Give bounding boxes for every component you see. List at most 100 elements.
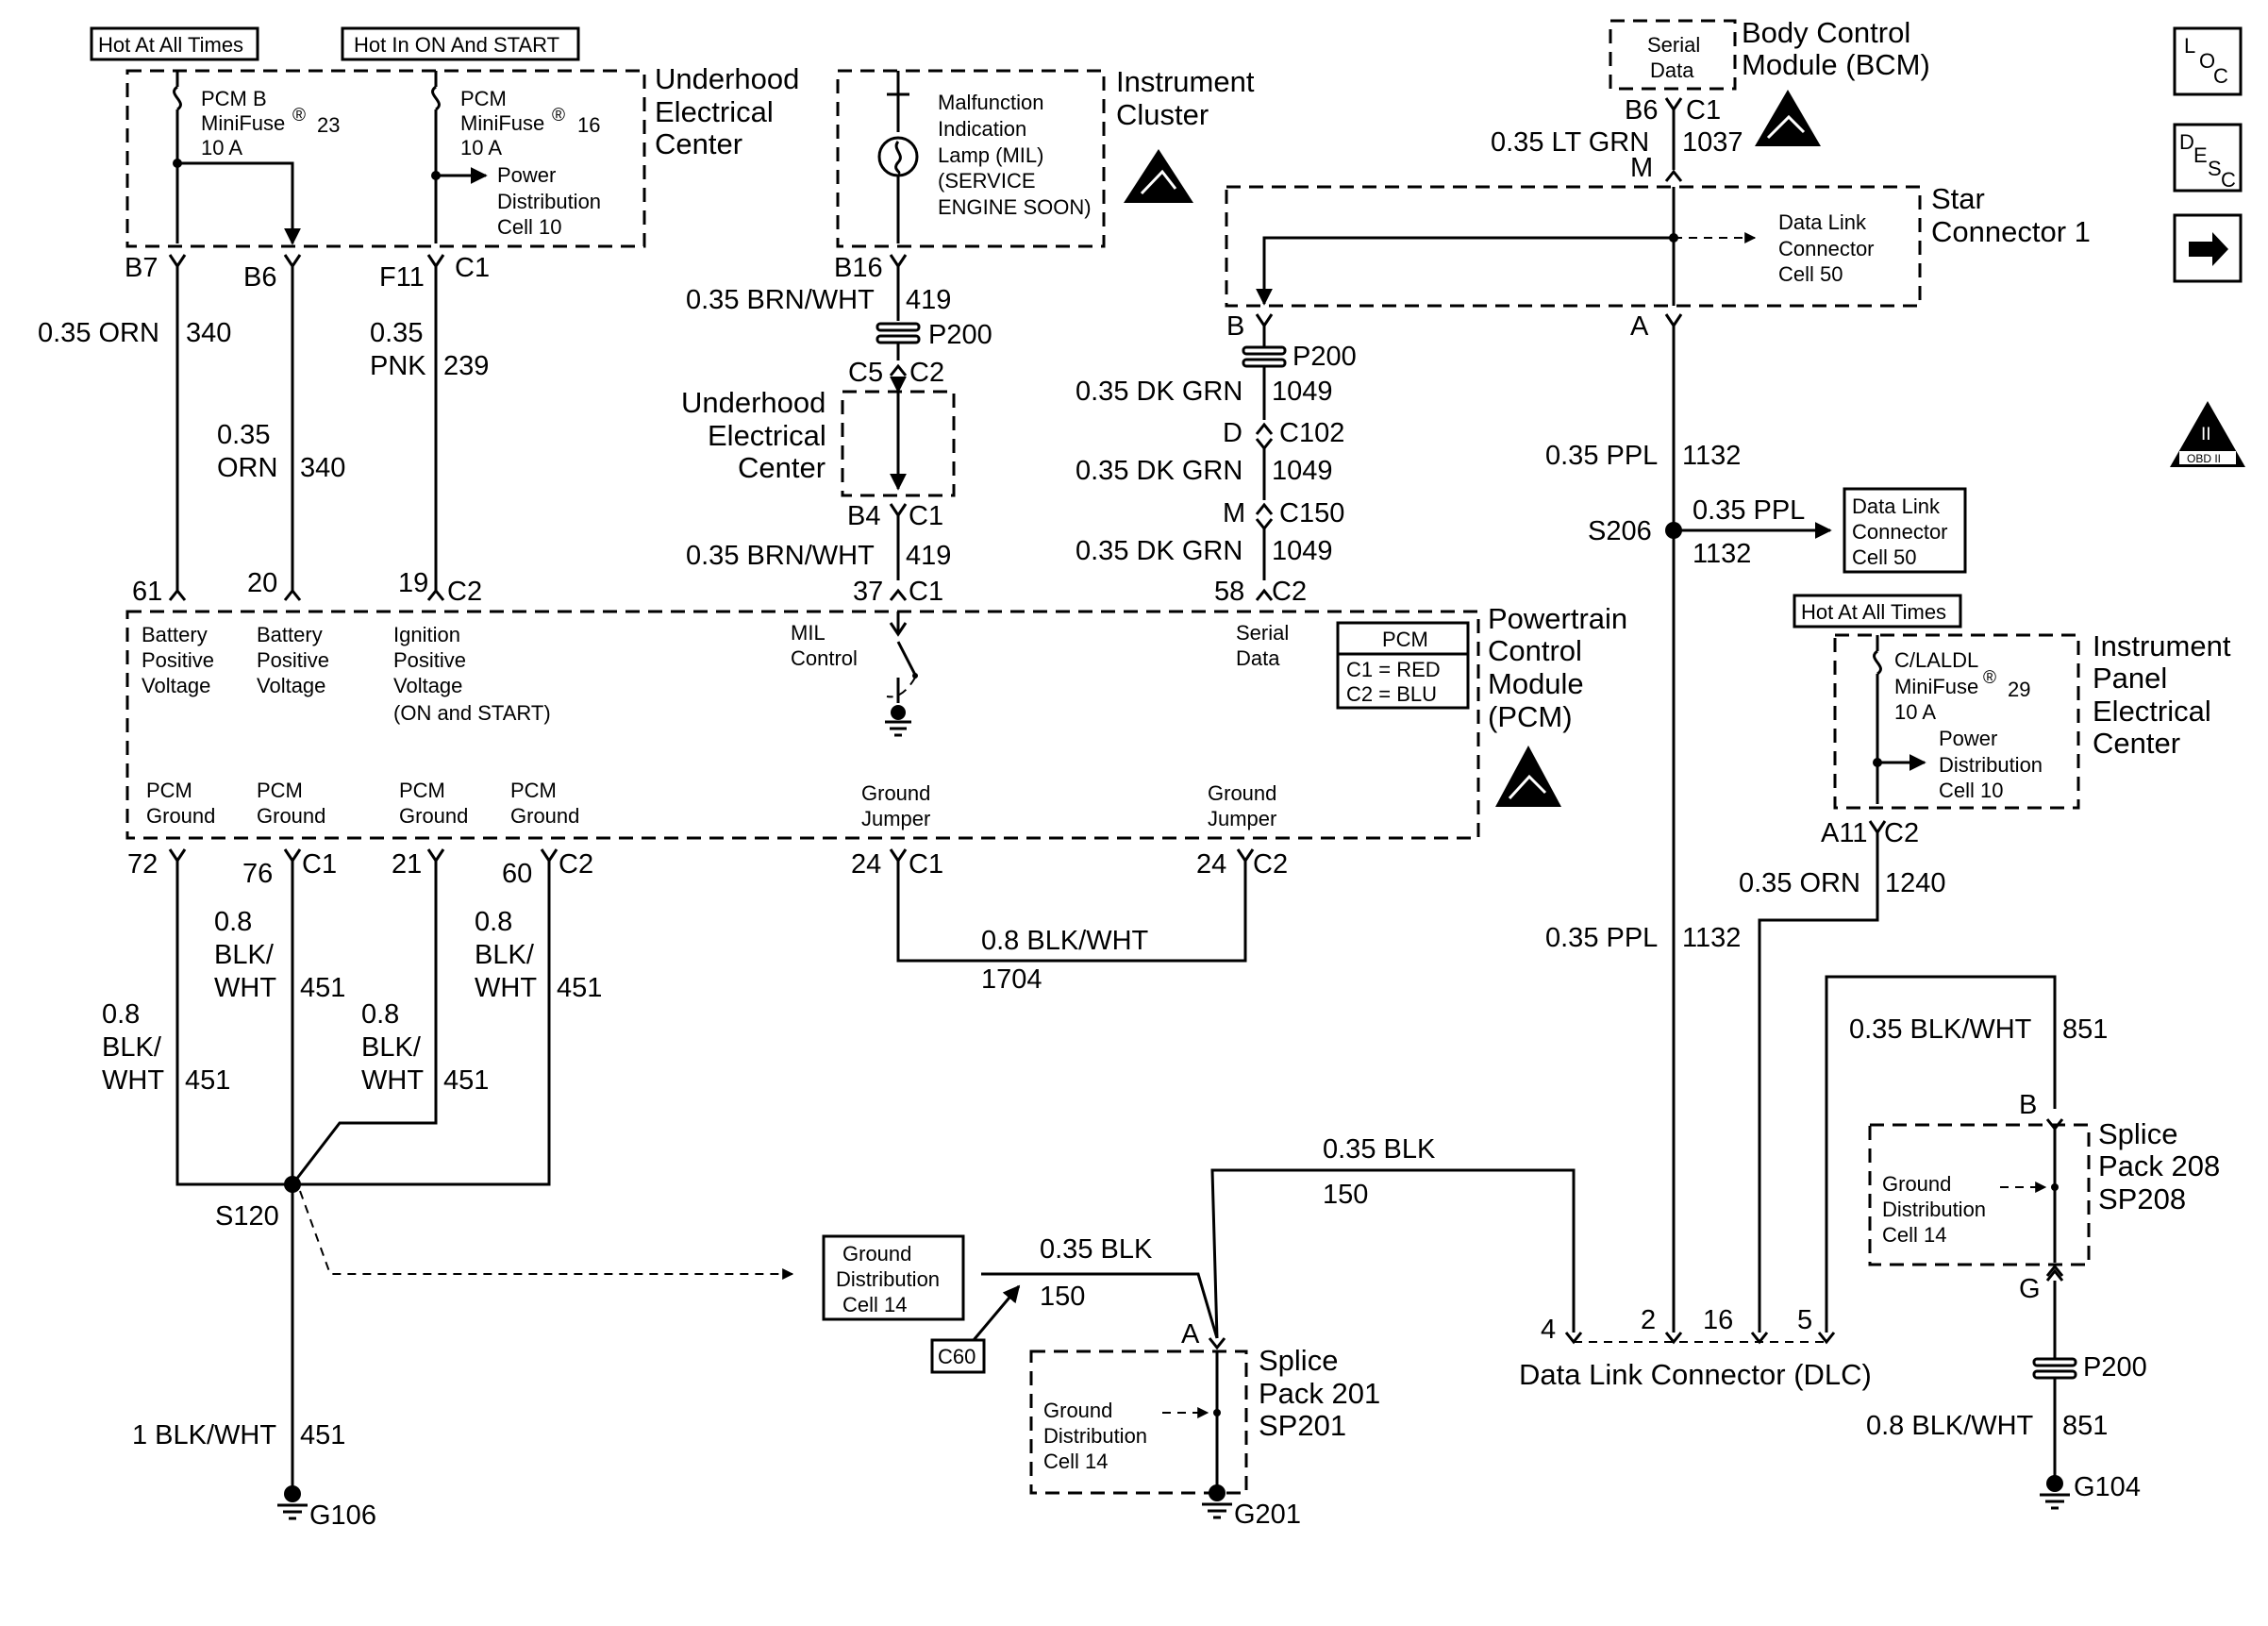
svg-text:C1: C1	[909, 501, 943, 531]
svg-text:G201: G201	[1234, 1500, 1301, 1530]
loc-button[interactable]: L O C	[2173, 26, 2243, 96]
svg-text:851: 851	[2062, 1014, 2108, 1045]
svg-text:Ground: Ground	[1043, 1399, 1112, 1422]
wire-label-1049b: 0.35 DK GRN 1049	[1076, 456, 1333, 486]
svg-text:150: 150	[1040, 1282, 1085, 1312]
svg-text:24: 24	[851, 849, 881, 880]
svg-text:1132: 1132	[1693, 539, 1751, 569]
svg-text:0.35 BLK/WHT: 0.35 BLK/WHT	[1849, 1014, 2032, 1045]
svg-text:2: 2	[1641, 1305, 1656, 1335]
svg-text:Ground: Ground	[146, 804, 215, 828]
body-control-module: Serial Data Body Control Module (BCM)	[1609, 16, 1930, 146]
svg-text:Panel: Panel	[2093, 662, 2167, 695]
svg-text:C60: C60	[938, 1345, 976, 1368]
svg-text:C1: C1	[909, 577, 943, 607]
svg-text:Serial: Serial	[1236, 621, 1289, 645]
ground-distribution-reference: Ground Distribution Cell 14	[822, 1234, 965, 1321]
svg-text:Power: Power	[497, 163, 556, 187]
svg-text:0.35: 0.35	[370, 318, 423, 348]
svg-text:C2: C2	[559, 849, 593, 880]
instrument-panel-electrical-center: Instrument Panel Electrical Center C/LAL…	[1833, 629, 2231, 810]
svg-text:10 A: 10 A	[201, 136, 242, 159]
svg-text:ENGINE SOON): ENGINE SOON)	[938, 195, 1092, 219]
ground-icon	[1202, 1484, 1232, 1519]
svg-text:0.8 BLK/WHT: 0.8 BLK/WHT	[1866, 1411, 2034, 1441]
svg-text:Cell 50: Cell 50	[1852, 545, 1916, 569]
svg-text:Electrical: Electrical	[708, 419, 826, 452]
svg-text:®: ®	[292, 106, 306, 126]
desc-button[interactable]: D E S C	[2173, 123, 2243, 193]
svg-text:0.35 PPL: 0.35 PPL	[1693, 495, 1805, 526]
svg-text:D: D	[2179, 130, 2194, 154]
wire-340-239	[175, 266, 438, 593]
underhood-electrical-center-mid: Underhood Electrical Center	[681, 376, 956, 497]
svg-text:Jumper: Jumper	[861, 807, 930, 830]
wire-label-150b: 0.35 BLK 150	[1040, 1234, 1153, 1312]
svg-text:0.35 ORN: 0.35 ORN	[1739, 868, 1860, 898]
lamp-icon	[877, 136, 919, 177]
svg-text:C1 = RED: C1 = RED	[1346, 658, 1441, 681]
svg-text:Ignition: Ignition	[393, 623, 460, 646]
ground-icon	[277, 1485, 308, 1520]
svg-text:C5: C5	[848, 358, 883, 388]
svg-text:4: 4	[1541, 1315, 1556, 1345]
svg-text:(SERVICE: (SERVICE	[938, 169, 1036, 193]
svg-text:0.35 ORN: 0.35 ORN	[38, 318, 159, 348]
svg-text:PCM: PCM	[1382, 628, 1428, 651]
svg-text:B16: B16	[834, 253, 883, 283]
svg-text:1049: 1049	[1272, 456, 1333, 486]
svg-text:Data Link: Data Link	[1852, 495, 1941, 518]
svg-text:L: L	[2184, 34, 2195, 58]
svg-text:1132: 1132	[1682, 441, 1741, 471]
svg-text:(ON and START): (ON and START)	[393, 701, 551, 725]
svg-text:WHT: WHT	[361, 1065, 424, 1096]
svg-text:Cell 10: Cell 10	[1939, 779, 2003, 802]
svg-text:Distribution: Distribution	[1043, 1424, 1147, 1448]
svg-text:BLK/: BLK/	[475, 940, 535, 970]
svg-text:Underhood: Underhood	[681, 386, 825, 419]
svg-text:Pack 208: Pack 208	[2098, 1149, 2220, 1182]
wire-label-1049a: 0.35 DK GRN 1049	[1076, 377, 1333, 407]
wire-label-1132b: 0.35 PPL 1132	[1693, 495, 1805, 569]
next-page-arrow-icon[interactable]	[2173, 213, 2243, 283]
svg-text:0.8: 0.8	[214, 907, 252, 937]
ground-icon	[885, 705, 911, 737]
svg-text:P200: P200	[1292, 342, 1357, 372]
svg-text:Ground: Ground	[399, 804, 468, 828]
svg-text:Malfunction: Malfunction	[938, 91, 1044, 114]
svg-text:Control: Control	[1488, 634, 1582, 667]
instrument-cluster: Instrument Cluster Malfunction Indicatio…	[836, 65, 1255, 248]
svg-text:C2: C2	[1884, 818, 1919, 848]
svg-text:340: 340	[300, 453, 345, 483]
svg-text:B: B	[2019, 1090, 2037, 1120]
svg-text:Distribution: Distribution	[1939, 753, 2043, 777]
svg-text:S120: S120	[215, 1201, 279, 1232]
svg-text:76: 76	[242, 859, 273, 889]
svg-text:Electrical: Electrical	[2093, 695, 2211, 728]
p200-connector: P200	[1242, 342, 1357, 372]
uec-connector-c1: B7 B6 F11 C1	[125, 253, 490, 293]
svg-text:419: 419	[906, 541, 951, 571]
svg-text:G: G	[2019, 1274, 2041, 1304]
wire-150-b	[981, 1272, 1219, 1339]
wire-label-340a: 0.35 ORN 340	[38, 318, 231, 348]
svg-text:C/LALDL: C/LALDL	[1894, 648, 1978, 672]
svg-text:Battery: Battery	[142, 623, 208, 646]
wire-label-340b: 0.35 ORN 340	[217, 420, 345, 483]
svg-text:0.35 BRN/WHT: 0.35 BRN/WHT	[686, 541, 875, 571]
svg-text:0.35 BRN/WHT: 0.35 BRN/WHT	[686, 285, 875, 315]
svg-text:C: C	[2213, 64, 2228, 88]
fuse-icon	[431, 71, 441, 243]
wire-label-1049c: 0.35 DK GRN 1049	[1076, 536, 1333, 566]
pcm-connector-legend: PCM C1 = RED C2 = BLU	[1336, 621, 1470, 710]
svg-text:ORN: ORN	[217, 453, 277, 483]
wire-150-a	[1210, 1168, 1576, 1339]
svg-text:239: 239	[443, 351, 489, 381]
wire-label-1037: 0.35 LT GRN 1037	[1491, 127, 1743, 158]
svg-text:451: 451	[300, 1420, 345, 1450]
svg-text:851: 851	[2062, 1411, 2108, 1441]
svg-text:0.8 BLK/WHT: 0.8 BLK/WHT	[981, 926, 1149, 956]
svg-text:21: 21	[392, 849, 422, 880]
svg-text:29: 29	[2008, 678, 2030, 701]
svg-text:C2 = BLU: C2 = BLU	[1346, 682, 1437, 706]
